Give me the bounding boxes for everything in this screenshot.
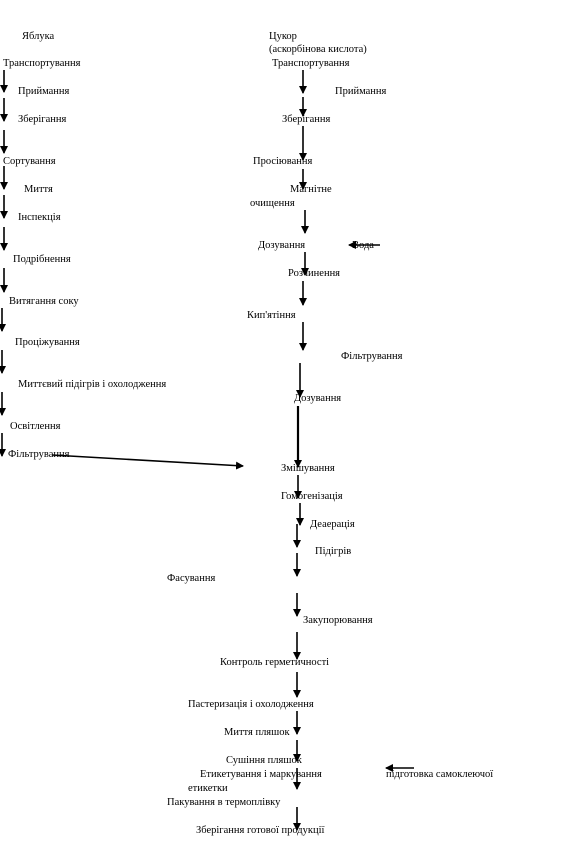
left-header: Яблука — [22, 31, 55, 42]
right-step-6: Дозування — [258, 240, 306, 251]
left-step-1: Транспортування — [3, 58, 81, 69]
main-step-5: Фасування — [167, 573, 216, 584]
left-step-4: Сортування — [3, 156, 56, 167]
right-step-1: Транспортування — [272, 58, 350, 69]
right-step-10: Дозування — [294, 393, 342, 404]
main-step-6: Закупорювання — [303, 615, 373, 626]
main-step-3: Деаерація — [310, 519, 355, 530]
left-step-5: Миття — [24, 184, 53, 195]
main-step-13: Зберігання готової продукції — [196, 825, 325, 836]
main-step-12: Пакування в термоплівку — [167, 797, 281, 808]
right-step-2: Приймання — [335, 86, 387, 97]
water-input: Вода — [352, 240, 374, 251]
main-step-7: Контроль герметичності — [220, 657, 330, 668]
main-step-8: Пастеризація і охолодження — [188, 699, 314, 710]
main-step-11: Етикетування і маркування — [200, 769, 322, 780]
right-step-9: Фільтрування — [341, 351, 403, 362]
main-step-1: Змішування — [281, 463, 335, 474]
main-step-9: Миття пляшок — [224, 727, 290, 738]
right-step-8: Кип'ятіння — [247, 310, 296, 321]
right-step-5b: очищення — [250, 198, 295, 209]
left-step-11: Освітлення — [10, 421, 61, 432]
right-step-5a: Магнітне — [290, 184, 332, 195]
left-step-9: Проціжування — [15, 337, 80, 348]
left-step-3: Зберігання — [18, 114, 67, 125]
left-step-12: Фільтрування — [8, 449, 70, 460]
main-step-10: Сушіння пляшок — [226, 755, 302, 766]
labels-prep-input: підготовка самоклеючої — [386, 769, 494, 780]
right-step-4: Просіювання — [253, 156, 313, 167]
right-header-line1: Цукор — [269, 31, 297, 42]
left-step-6: Інспекція — [18, 212, 61, 223]
left-step-8: Витягання соку — [9, 296, 79, 307]
right-step-3: Зберігання — [282, 114, 331, 125]
left-step-10: Миттєвий підігрів і охолодження — [18, 379, 167, 390]
left-step-7: Подрібнення — [13, 254, 71, 265]
main-step-11b: етикетки — [188, 783, 228, 794]
main-step-2: Гомогенізація — [281, 491, 343, 502]
right-step-7: Розчинення — [288, 268, 341, 279]
left-step-2: Приймання — [18, 86, 70, 97]
main-step-4: Підігрів — [315, 546, 352, 557]
arrow-connector-left — [51, 454, 244, 470]
right-header-line2: (аскорбінова кислота) — [269, 44, 367, 55]
